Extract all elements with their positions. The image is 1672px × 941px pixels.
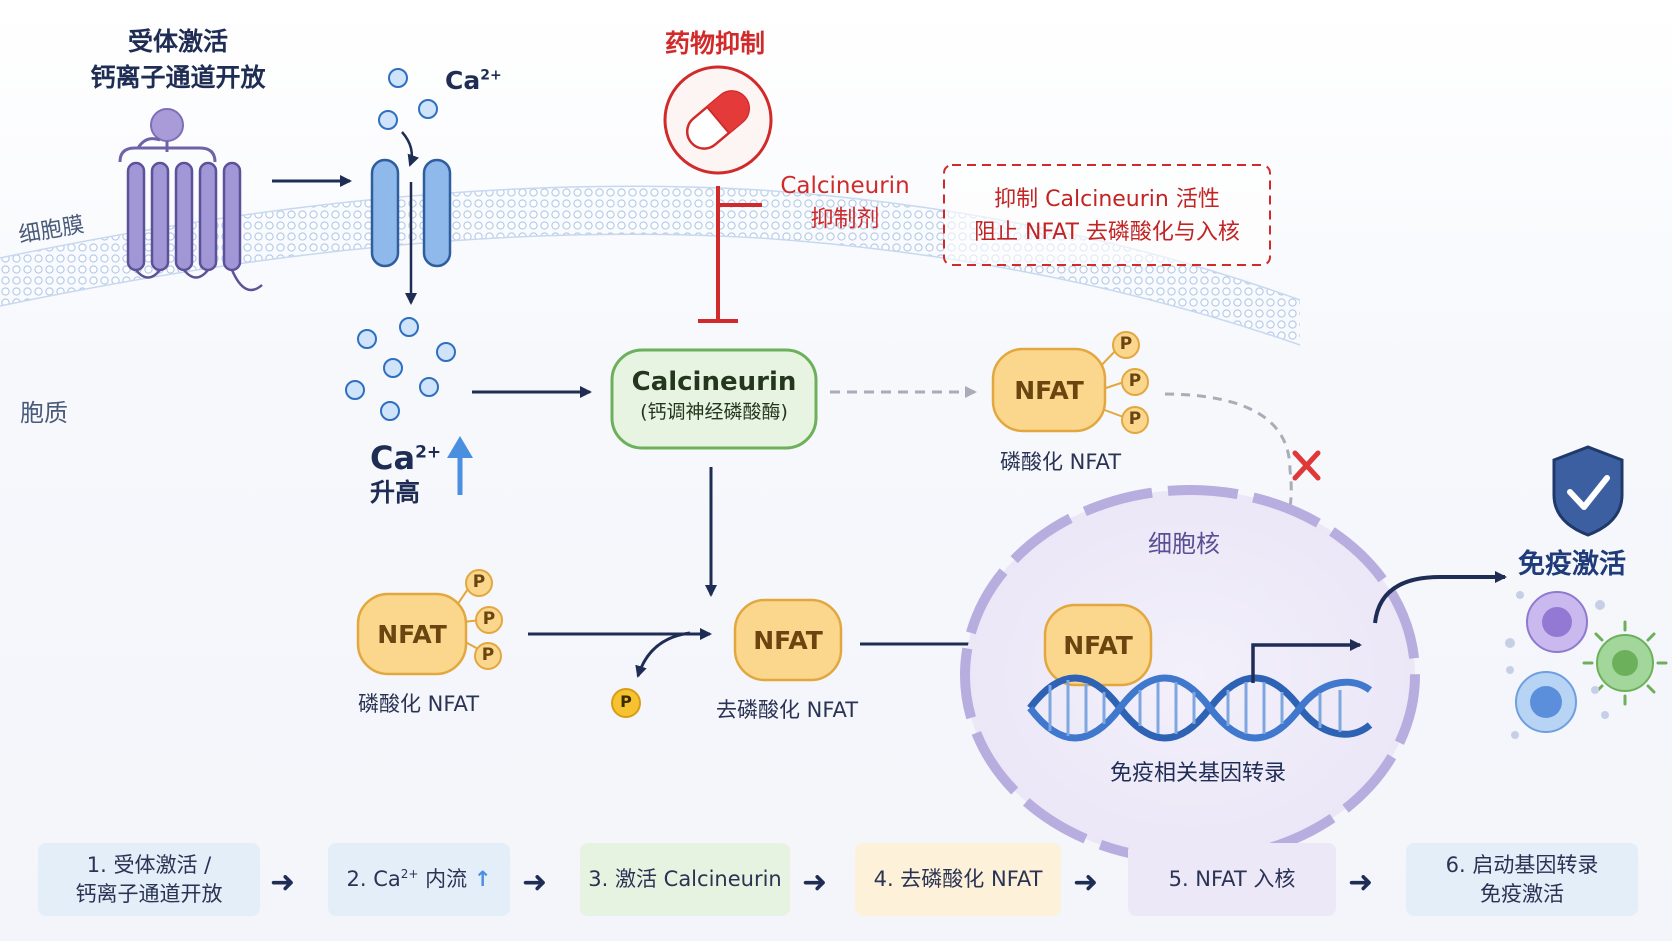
arrow-phosphate-release xyxy=(635,631,691,678)
released-phosphate-icon xyxy=(611,688,641,718)
step-4-label: 4. 去磷酸化 NFAT xyxy=(873,867,1043,892)
step-3: 3. 激活 Calcineurin xyxy=(580,843,790,916)
step-6-line1: 6. 启动基因转录 xyxy=(1445,853,1599,878)
ca-rise-sub: 升高 xyxy=(370,477,421,507)
step-2: 2. Ca2+ 内流 ↑ xyxy=(328,843,510,916)
step-2-up-arrow: ↑ xyxy=(473,867,492,892)
inhibition-note-box xyxy=(943,164,1271,266)
step-6: 6. 启动基因转录 免疫激活 xyxy=(1406,843,1638,916)
released-p-label: P xyxy=(620,692,632,711)
receptor-icon xyxy=(118,108,263,292)
ca-top-sup: 2+ xyxy=(480,67,502,84)
step-2-prefix: 2. Ca xyxy=(346,867,401,892)
immune-activation-label: 免疫激活 xyxy=(1518,549,1626,580)
step-1-line1: 1. 受体激活 / xyxy=(86,853,212,878)
p-top-1: P xyxy=(1119,334,1133,354)
dephospho-nfat-caption: 去磷酸化 NFAT xyxy=(716,698,859,722)
nucleus-label: 细胞核 xyxy=(1148,530,1220,558)
phospho-nfat-left-caption: 磷酸化 NFAT xyxy=(358,692,480,716)
inhibitor-label-line1: Calcineurin xyxy=(780,173,910,199)
calcium-channel-icon xyxy=(370,158,452,268)
phospho-nfat-top-caption: 磷酸化 NFAT xyxy=(1000,450,1122,474)
inhibition-note-line1: 抑制 Calcineurin 活性 xyxy=(994,187,1220,212)
receptor-label: 受体激活 钙离子通道开放 xyxy=(88,24,268,97)
nfat-phosphorylated-left xyxy=(356,569,503,676)
pill-icon xyxy=(663,65,773,175)
ca-rise-text: Ca xyxy=(370,439,416,477)
step-6-line2: 免疫激活 xyxy=(1480,881,1564,906)
step-arrow-3: ➜ xyxy=(802,865,828,900)
calcium-ions-cytoplasm xyxy=(345,317,456,421)
nfat-nucleus-label: NFAT xyxy=(1063,631,1133,660)
p-left-2: P xyxy=(482,609,496,629)
p-left-3: P xyxy=(481,645,495,665)
step-arrow-5: ➜ xyxy=(1348,865,1374,900)
nfat-dephosphorylated xyxy=(733,598,843,682)
step-2-suffix: 内流 xyxy=(418,867,468,892)
dna-icon xyxy=(1027,674,1373,742)
step-1-line2: 钙离子通道开放 xyxy=(75,881,223,906)
ca-top-label: Ca2+ xyxy=(445,66,502,95)
ca-top-text: Ca xyxy=(445,66,481,95)
step-arrow-1: ➜ xyxy=(270,865,296,900)
ca-rise-label: Ca2+ 升高 xyxy=(370,440,441,508)
calcineurin-subtitle: (钙调神经磷酸酶) xyxy=(640,400,788,423)
p-top-3: P xyxy=(1128,409,1142,429)
p-top-2: P xyxy=(1128,371,1142,391)
nfat-phosphorylated-top xyxy=(991,331,1149,434)
calcineurin-box xyxy=(610,348,818,450)
inhibitor-label: Calcineurin 抑制剂 xyxy=(780,170,910,237)
ca-rise-sup: 2+ xyxy=(415,442,442,463)
nfat-dephospho-label: NFAT xyxy=(753,626,823,655)
calcium-ions-top xyxy=(378,68,438,130)
nfat-top-label: NFAT xyxy=(1014,376,1084,405)
receptor-label-line1: 受体激活 xyxy=(127,27,228,56)
inhibition-note-line2: 阻止 NFAT 去磷酸化与入核 xyxy=(974,220,1240,245)
immune-cells-icon xyxy=(1505,591,1668,739)
step-4: 4. 去磷酸化 NFAT xyxy=(855,843,1061,916)
inhibition-note: 抑制 Calcineurin 活性 阻止 NFAT 去磷酸化与入核 xyxy=(944,183,1270,249)
receptor-label-line2: 钙离子通道开放 xyxy=(90,63,266,93)
inhibitor-label-line2: 抑制剂 xyxy=(810,206,880,233)
cytoplasm-label: 胞质 xyxy=(20,399,68,427)
shield-check-icon xyxy=(1552,445,1624,537)
step-2-sup: 2+ xyxy=(400,867,419,882)
ca-rise-up-arrow xyxy=(447,436,473,495)
arrow-to-immune-activation xyxy=(1373,571,1507,624)
step-arrow-4: ➜ xyxy=(1073,865,1099,900)
step-1: 1. 受体激活 / 钙离子通道开放 xyxy=(38,843,260,916)
gene-transcription-label: 免疫相关基因转录 xyxy=(1110,761,1287,786)
step-arrow-2: ➜ xyxy=(522,865,548,900)
inhibition-bar xyxy=(698,186,762,323)
transcription-start-arrow xyxy=(1251,639,1362,683)
step-3-label: 3. 激活 Calcineurin xyxy=(588,867,782,892)
drug-title: 药物抑制 xyxy=(665,29,766,58)
calcineurin-title: Calcineurin xyxy=(631,367,797,397)
nfat-left-label: NFAT xyxy=(377,620,447,649)
step-5: 5. NFAT 入核 xyxy=(1128,843,1336,916)
block-x-icon xyxy=(1292,450,1321,481)
calcineurin-label: Calcineurin (钙调神经磷酸酶) xyxy=(612,366,816,424)
p-left-1: P xyxy=(472,572,486,592)
ca-flow-arrow xyxy=(401,131,419,167)
step-5-label: 5. NFAT 入核 xyxy=(1168,867,1296,892)
